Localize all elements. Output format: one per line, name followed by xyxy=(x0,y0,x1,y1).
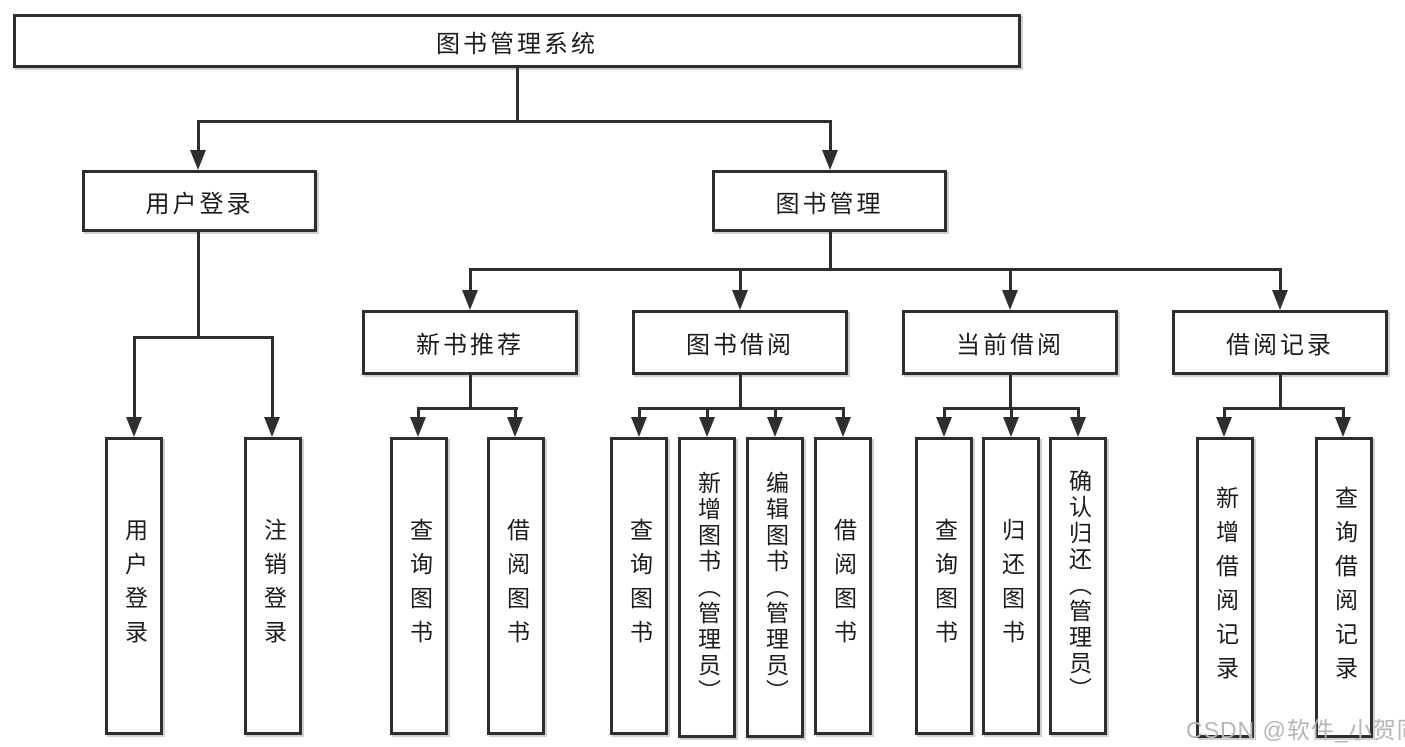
connector-stem xyxy=(271,336,274,419)
connector-stem xyxy=(417,407,420,419)
leaf-return-books: 归还图书 xyxy=(982,437,1040,735)
node-user-login: 用户登录 xyxy=(82,170,317,232)
leaf-user-login: 用户登录 xyxy=(105,437,163,735)
arrow-down-icon xyxy=(822,150,838,170)
connector-book-management-trunk xyxy=(829,232,832,270)
leaf-confirm-return-admin: 确认归还（管理员） xyxy=(1049,437,1107,735)
arrow-down-icon xyxy=(699,417,715,437)
connector-stem-book-management xyxy=(829,120,832,152)
connector-stem xyxy=(1279,268,1282,292)
connector-trunk xyxy=(469,375,472,409)
connector-stem xyxy=(1223,407,1226,419)
connector-split xyxy=(638,407,845,410)
connector-book-management-split xyxy=(469,268,1282,271)
connector-stem xyxy=(739,268,742,292)
connector-stem xyxy=(1077,407,1080,419)
connector-split xyxy=(417,407,518,410)
connector-stem xyxy=(1010,407,1013,419)
arrow-down-icon xyxy=(126,417,142,437)
leaf-add-borrow-record: 新增借阅记录 xyxy=(1196,437,1254,738)
node-root-library-management-system: 图书管理系统 xyxy=(13,14,1021,68)
node-book-management: 图书管理 xyxy=(712,170,947,232)
arrow-down-icon xyxy=(1003,417,1019,437)
connector-stem xyxy=(706,407,709,419)
arrow-down-icon xyxy=(1335,417,1351,437)
connector-trunk xyxy=(1279,375,1282,409)
node-borrowing-records: 借阅记录 xyxy=(1172,310,1388,375)
connector-stem xyxy=(469,268,472,292)
csdn-watermark: CSDN @软件_小贺同学 xyxy=(1186,717,1405,743)
node-current-borrowing: 当前借阅 xyxy=(902,310,1118,375)
leaf-query-books: 查询图书 xyxy=(390,437,448,735)
arrow-down-icon xyxy=(507,417,523,437)
leaf-query-books: 查询图书 xyxy=(610,437,668,735)
arrow-down-icon xyxy=(1272,290,1288,310)
connector-user-login-split xyxy=(133,336,274,339)
connector-trunk xyxy=(1009,375,1012,409)
connector-stem xyxy=(1009,268,1012,292)
connector-stem xyxy=(842,407,845,419)
arrow-down-icon xyxy=(936,417,952,437)
arrow-down-icon xyxy=(732,290,748,310)
connector-stem xyxy=(514,407,517,419)
leaf-query-borrow-record: 查询借阅记录 xyxy=(1315,437,1373,738)
arrow-down-icon xyxy=(835,417,851,437)
node-book-borrowing: 图书借阅 xyxy=(632,310,848,375)
connector-stem xyxy=(133,336,136,419)
leaf-query-books: 查询图书 xyxy=(915,437,973,735)
connector-stem-user-login xyxy=(197,120,200,152)
arrow-down-icon xyxy=(264,417,280,437)
arrow-down-icon xyxy=(410,417,426,437)
leaf-logout: 注销登录 xyxy=(244,437,302,735)
connector-stem xyxy=(1342,407,1345,419)
arrow-down-icon xyxy=(462,290,478,310)
connector-stem xyxy=(943,407,946,419)
arrow-down-icon xyxy=(1216,417,1232,437)
arrow-down-icon xyxy=(1002,290,1018,310)
connector-stem xyxy=(774,407,777,419)
arrow-down-icon xyxy=(190,150,206,170)
leaf-add-books-admin: 新增图书（管理员） xyxy=(678,437,736,738)
node-new-book-recommendation: 新书推荐 xyxy=(362,310,578,375)
connector-root-trunk xyxy=(516,68,519,122)
arrow-down-icon xyxy=(1070,417,1086,437)
leaf-borrow-books: 借阅图书 xyxy=(814,437,872,735)
leaf-edit-books-admin: 编辑图书（管理员） xyxy=(746,437,804,738)
arrow-down-icon xyxy=(631,417,647,437)
connector-trunk xyxy=(739,375,742,409)
leaf-borrow-books: 借阅图书 xyxy=(487,437,545,735)
connector-root-split xyxy=(197,120,832,123)
connector-user-login-trunk xyxy=(197,232,200,338)
connector-split xyxy=(1223,407,1345,410)
arrow-down-icon xyxy=(767,417,783,437)
connector-stem xyxy=(638,407,641,419)
